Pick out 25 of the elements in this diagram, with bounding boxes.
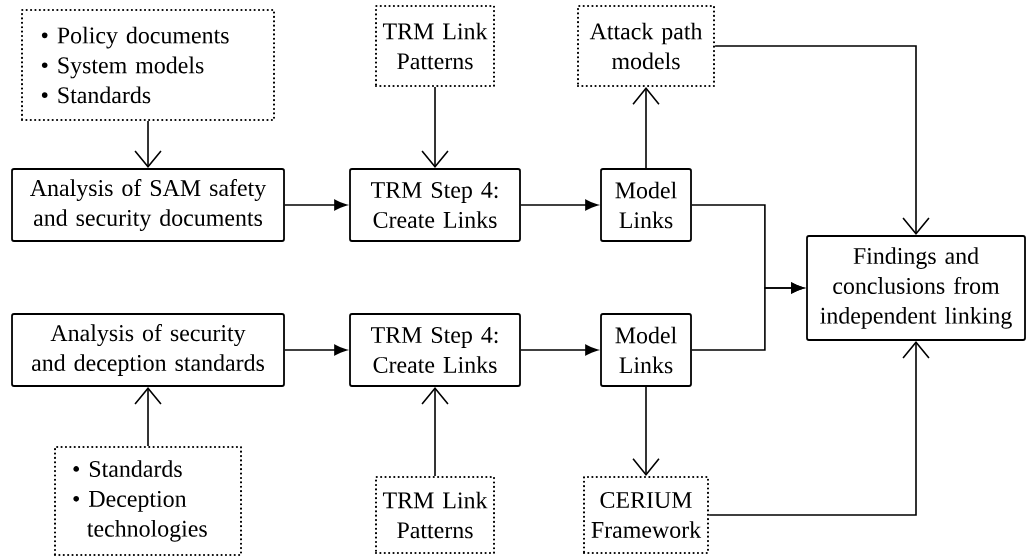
process-box: Analysis of SAM safety and security documents xyxy=(11,168,285,242)
process-box: Analysis of security and deception standards xyxy=(11,313,285,387)
process-box: Model Links xyxy=(600,313,692,387)
arrow xyxy=(520,344,598,356)
input-box: TRM Link Patterns xyxy=(374,4,496,88)
process-box: TRM Step 4: Create Links xyxy=(349,313,521,387)
arrow xyxy=(284,199,347,211)
arrow xyxy=(421,86,449,169)
arrow xyxy=(632,87,660,169)
arrow xyxy=(421,386,449,477)
process-box: Model Links xyxy=(600,168,692,242)
arrow xyxy=(714,45,930,236)
arrow xyxy=(691,282,804,351)
input-list-box: • Standards • Deception technologies xyxy=(53,445,243,557)
input-box: TRM Link Patterns xyxy=(374,475,496,555)
input-box: CERIUM Framework xyxy=(582,475,710,555)
arrow xyxy=(708,340,930,516)
input-list-box: • Policy documents • System models • Standards xyxy=(20,8,276,122)
arrow xyxy=(520,199,598,211)
input-box: Attack path models xyxy=(576,4,716,88)
arrow xyxy=(284,344,347,356)
arrow xyxy=(632,386,660,476)
arrow xyxy=(134,386,162,447)
process-box: TRM Step 4: Create Links xyxy=(349,168,521,242)
process-box: Findings and conclusions from independent linking xyxy=(806,235,1026,341)
